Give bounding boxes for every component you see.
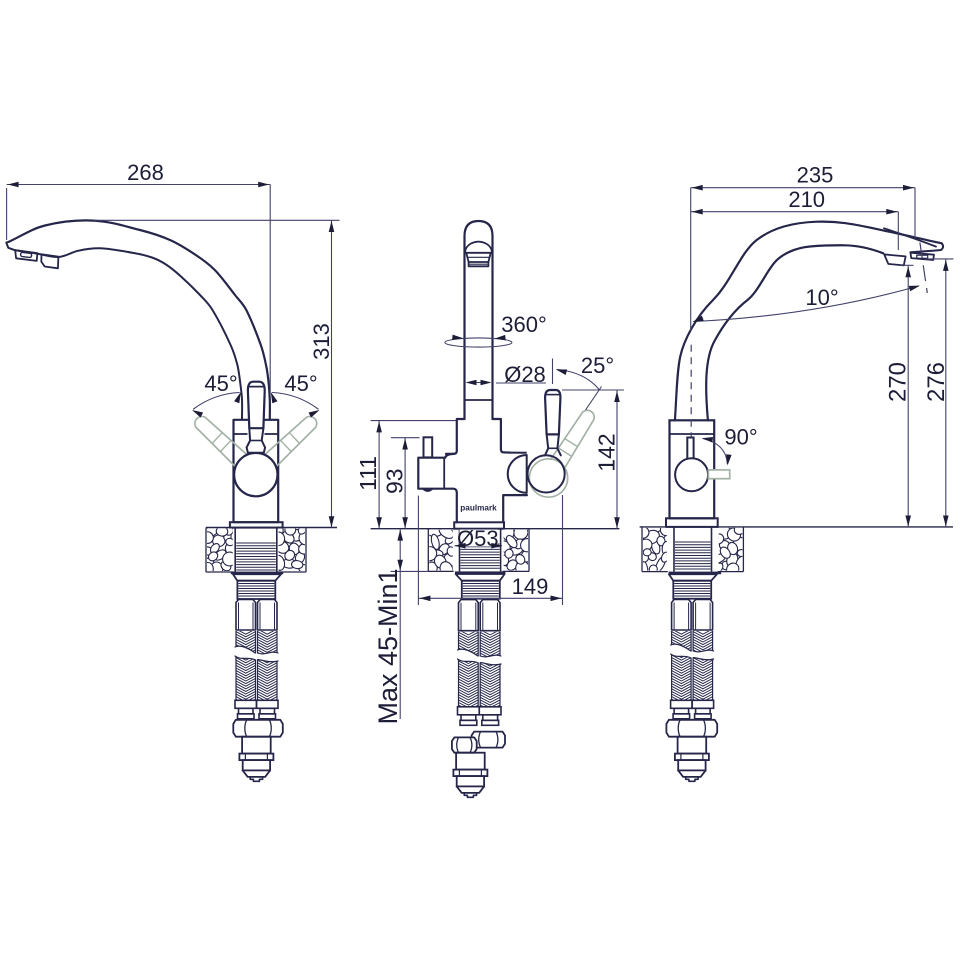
svg-text:313: 313 [309,323,334,360]
svg-text:210: 210 [788,187,825,212]
svg-text:93: 93 [381,468,407,494]
svg-text:10°: 10° [805,285,838,310]
svg-text:142: 142 [594,433,620,471]
svg-text:Max 45-Min1: Max 45-Min1 [373,568,403,724]
svg-text:25°: 25° [581,353,614,378]
svg-text:149: 149 [512,574,549,599]
svg-text:270: 270 [884,362,911,402]
svg-text:Ø53: Ø53 [457,526,499,551]
svg-text:360°: 360° [501,312,547,337]
svg-text:90°: 90° [724,425,757,450]
svg-text:111: 111 [355,456,381,491]
svg-text:Ø28: Ø28 [504,362,546,387]
svg-text:268: 268 [127,160,164,185]
svg-text:45°: 45° [284,371,317,396]
svg-text:paulmark: paulmark [460,504,497,513]
svg-text:276: 276 [923,362,950,402]
svg-text:45°: 45° [204,371,237,396]
svg-text:235: 235 [797,163,834,188]
